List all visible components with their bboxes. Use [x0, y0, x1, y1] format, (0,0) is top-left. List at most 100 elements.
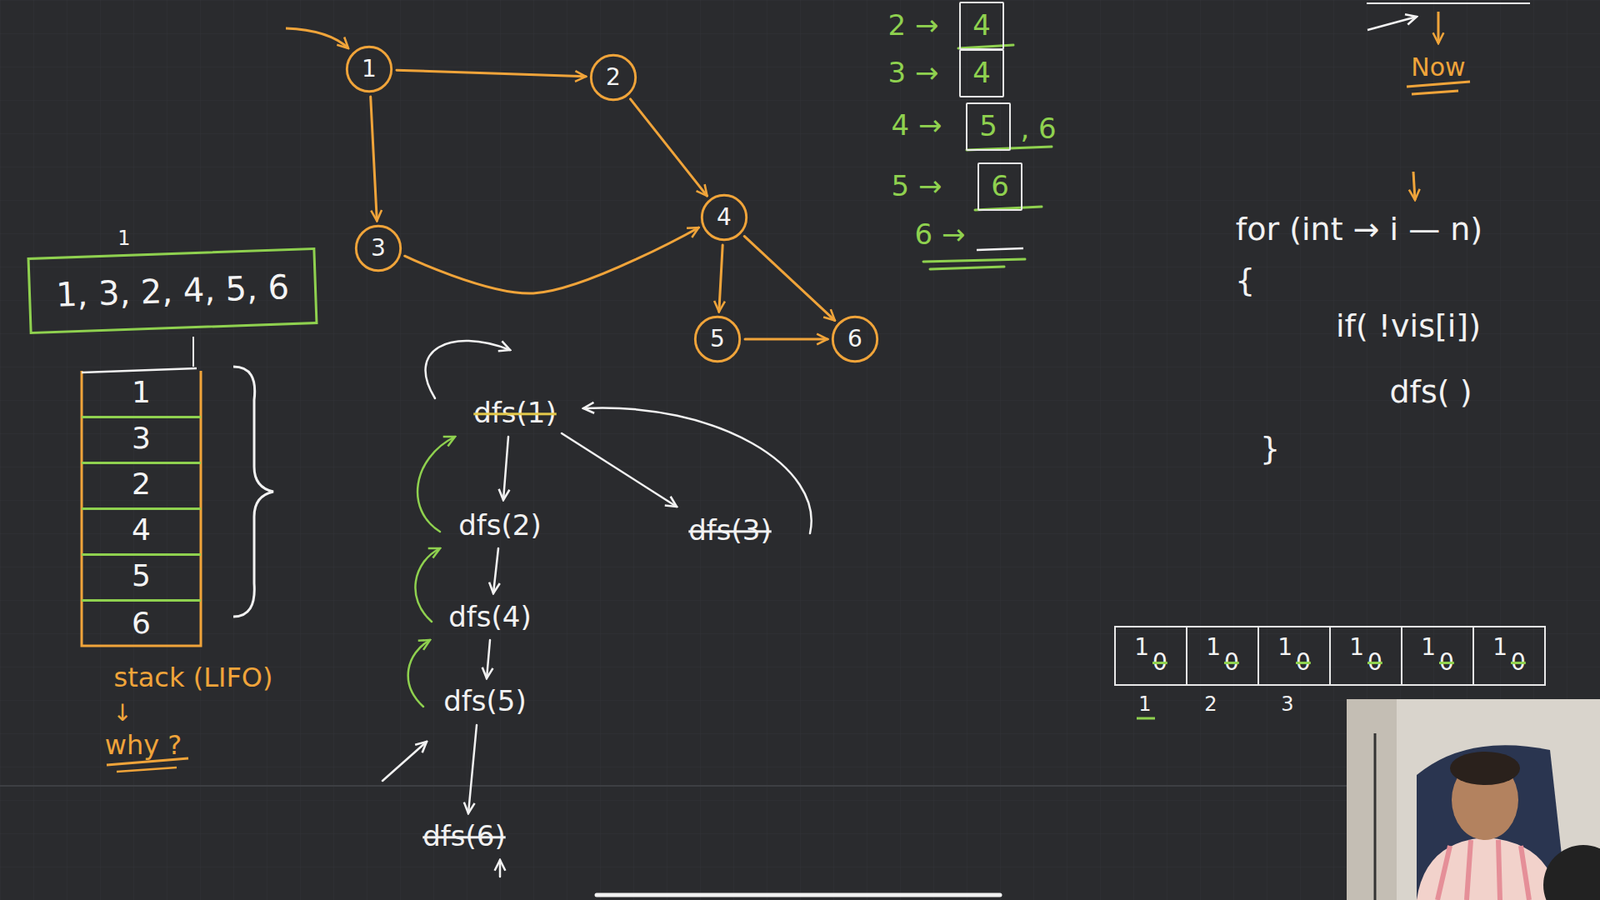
node-text: 4 [131, 513, 151, 547]
graph-edge [745, 338, 828, 341]
graph-vertex: 6 [830, 315, 880, 364]
graph-vertex: 3 [354, 224, 403, 273]
curly-brace [233, 366, 274, 617]
adjacency-row: 6 → [915, 219, 966, 250]
stack-cell: 1 [81, 369, 201, 420]
call-arrow [493, 548, 499, 594]
node-text: 2 [605, 65, 621, 91]
graph-vertex: 1 [345, 45, 394, 94]
webcam-wall [1346, 699, 1397, 900]
recursion-call: dfs(6) [422, 820, 505, 852]
node-text: 3 [370, 235, 386, 262]
adjacency-box: 6 [977, 162, 1023, 210]
stack-cell: 6 [81, 598, 201, 649]
shirt-stripes [1437, 840, 1530, 900]
graph-edge [744, 235, 835, 320]
adjacency-row: 4 → [891, 110, 943, 141]
board-line [0, 785, 1347, 787]
recursion-call: dfs(4) [448, 601, 531, 633]
node-text: 5 [131, 559, 151, 593]
underline [1411, 90, 1459, 95]
graph-edge [370, 96, 378, 221]
node-text: 0 [1152, 650, 1168, 676]
call-arrow [486, 640, 490, 679]
node-text: 6 [131, 606, 151, 640]
node-text: 1 [1277, 635, 1293, 661]
node-text: 1, 3, 2, 4, 5, 6 [55, 268, 290, 314]
node-text: 1 [1205, 635, 1221, 661]
circle-outline [695, 316, 740, 361]
circle-outline [701, 195, 746, 240]
node-text: 5 [710, 326, 725, 353]
underline [923, 259, 1025, 262]
note: why ? [105, 730, 183, 760]
pointer-arrow [1367, 16, 1417, 30]
visited-cell: 10 [1400, 625, 1475, 686]
node-text: 1 [361, 56, 377, 83]
node-text: 6 [847, 326, 863, 353]
circle-outline [355, 225, 400, 270]
result-box: 1, 3, 2, 4, 5, 6 [27, 247, 319, 335]
circle-outline [346, 46, 391, 91]
node-text: 0 [1224, 650, 1240, 676]
return-arrow [415, 548, 440, 622]
stack-cell: 3 [81, 415, 201, 465]
stack-mark [192, 336, 195, 367]
pointer-arrow [499, 860, 502, 877]
recursion-call: dfs(3) [688, 515, 771, 546]
underline [930, 266, 1005, 270]
note: stack (LIFO) [114, 663, 274, 693]
underline [1136, 717, 1155, 720]
call-arrow [503, 436, 509, 500]
stack-cell: 2 [81, 460, 201, 511]
recursion-call: dfs(5) [443, 685, 526, 717]
code-line: } [1260, 431, 1280, 467]
node-text: 1 [131, 375, 151, 410]
adjacency-row: 2 → [888, 10, 940, 41]
graph-vertex: 5 [693, 315, 742, 364]
hair [1450, 751, 1520, 785]
adjacency-row: 3 → [888, 57, 940, 89]
adjacency-row: 5 → [891, 170, 943, 202]
microphone [1543, 845, 1600, 900]
call-arrow [561, 433, 677, 507]
pointer-arrow [382, 741, 427, 781]
adjacency-entry: , 6 [1020, 113, 1056, 145]
visited-cell: 10 [1257, 625, 1331, 686]
underline [1406, 81, 1470, 87]
node-text: 1 [1134, 635, 1150, 661]
node-text: 4 [716, 205, 732, 231]
stack-cell: 4 [81, 506, 201, 557]
start-arrow [285, 28, 349, 49]
graph-edges [370, 70, 835, 340]
return-arrow [408, 640, 430, 707]
stack-cell: 5 [81, 552, 201, 603]
graph-edge [405, 227, 700, 294]
node-text: 3 [131, 421, 151, 455]
node-text: 0 [1367, 650, 1383, 676]
node-text: 2 [131, 467, 151, 501]
node-text: 0 [1439, 650, 1455, 676]
return-arrow [417, 436, 455, 532]
call-arrow [468, 725, 477, 814]
recursion-call: dfs(1) [473, 397, 556, 429]
graph-vertex: 4 [700, 193, 749, 242]
index-number: 3 [1280, 693, 1294, 715]
top-line [1366, 2, 1530, 5]
visited-cell: 10 [1185, 625, 1260, 686]
circle-outline [590, 55, 635, 100]
graph-edge [630, 99, 707, 196]
graph-edge [396, 70, 586, 77]
progress-bar [596, 893, 1000, 898]
code-line: if( !vis[i]) [1335, 309, 1481, 345]
node-text: 1 [1349, 635, 1365, 661]
adjacency-box: 4 [959, 1, 1005, 50]
light-stand [1374, 733, 1377, 900]
code-line: dfs( ) [1389, 375, 1472, 410]
node-text: 6 [990, 170, 1010, 202]
adjacency-box: 5 [965, 102, 1011, 150]
pointer-arrow [1437, 11, 1440, 44]
pointer-arrow [1413, 171, 1415, 200]
